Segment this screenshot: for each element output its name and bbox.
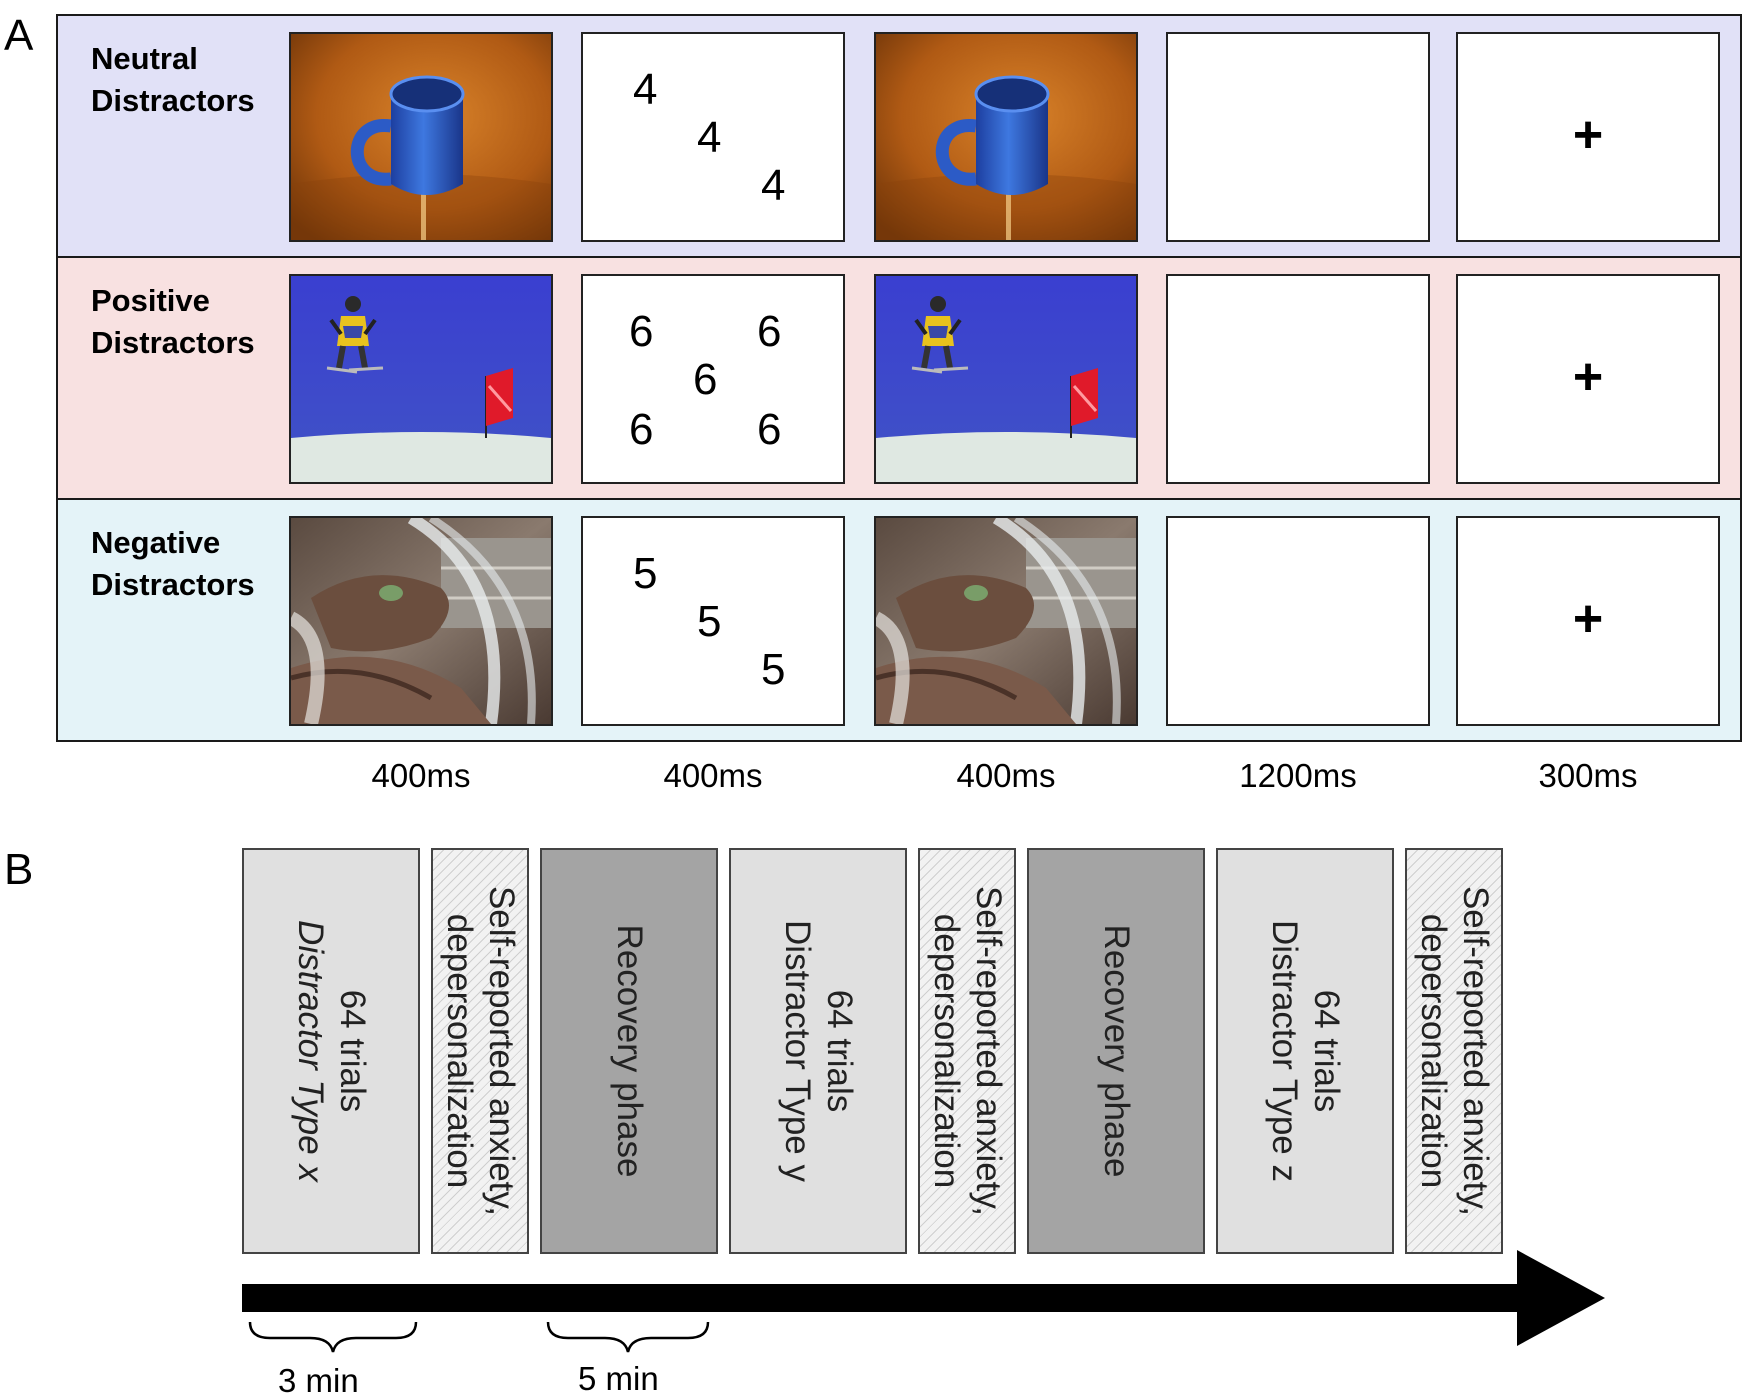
row-label-line2: Distractors (91, 83, 255, 118)
negative-distractor-row: Negative Distractors 5 5 5 (56, 498, 1742, 742)
digit: 6 (757, 405, 782, 454)
digit: 6 (693, 355, 718, 404)
fixation-screen: + (1456, 32, 1720, 242)
distractor-image (289, 516, 553, 726)
trials-block-x: 64 trials Distractor Type x (242, 848, 420, 1254)
duration-label: 300ms (1538, 757, 1638, 794)
distractor-image-repeat (874, 516, 1138, 726)
row-label: Positive Distractors (91, 280, 255, 364)
distractor-image (289, 274, 553, 484)
duration-label: 400ms (663, 757, 763, 794)
self-report-block: Self-reported anxiety, depersonalization (431, 848, 529, 1254)
neutral-distractor-row: Neutral Distractors 4 4 4 (56, 14, 1742, 258)
brace-icon (248, 1321, 418, 1353)
block-line1: Self-reported anxiety, (1456, 885, 1495, 1217)
blue-mug-photo-icon (291, 34, 551, 240)
panel-label-a: A (4, 11, 34, 60)
ski-jumper-photo-icon (876, 276, 1136, 482)
self-report-block: Self-reported anxiety, depersonalization (918, 848, 1016, 1254)
block-text: 64 trials Distractor Type y (776, 920, 860, 1182)
digit: 6 (757, 307, 782, 356)
row-label-line2: Distractors (91, 567, 255, 602)
digit-array: 6 6 6 6 6 (581, 274, 845, 484)
block-line2: depersonalization (1414, 913, 1453, 1189)
trials-block-y: 64 trials Distractor Type y (729, 848, 907, 1254)
row-label-line1: Neutral (91, 41, 198, 76)
distractor-image (289, 32, 553, 242)
block-line2: Distractor Type x (291, 920, 330, 1182)
block-line2: depersonalization (440, 913, 479, 1189)
recovery-block: Recovery phase (540, 848, 718, 1254)
row-label-line1: Negative (91, 525, 221, 560)
positive-distractor-row: Positive Distractors 6 6 6 (56, 256, 1742, 500)
block-text: 64 trials Distractor Type x (289, 920, 373, 1182)
block-line1: 64 trials (820, 989, 859, 1113)
distractor-image-repeat (874, 32, 1138, 242)
blank-screen (1166, 274, 1430, 484)
row-label-line2: Distractors (91, 325, 255, 360)
recovery-block: Recovery phase (1027, 848, 1205, 1254)
block-line2: Distractor Type y (778, 920, 817, 1182)
block-line1: 64 trials (1307, 989, 1346, 1113)
row-label: Negative Distractors (91, 522, 255, 606)
timeline-arrow-icon (242, 1250, 1605, 1353)
fixation-cross-icon: + (1572, 347, 1604, 406)
block-line1: Self-reported anxiety, (969, 885, 1008, 1217)
block-text: Self-reported anxiety, depersonalization (1412, 886, 1496, 1216)
hospital-patient-photo-icon (291, 518, 551, 724)
duration-label: 1200ms (1239, 757, 1357, 794)
block-text: Recovery phase (1095, 925, 1137, 1178)
fixation-screen: + (1456, 516, 1720, 726)
digit: 5 (633, 549, 658, 598)
ski-jumper-photo-icon (291, 276, 551, 482)
brace-icon (546, 1321, 710, 1353)
duration-label: 400ms (956, 757, 1056, 794)
self-report-block: Self-reported anxiety, depersonalization (1405, 848, 1503, 1254)
panel-label-b: B (4, 845, 34, 894)
digit: 4 (761, 161, 786, 210)
block-line1: Recovery phase (1097, 924, 1136, 1178)
digit: 5 (697, 597, 722, 646)
block-line2: depersonalization (927, 913, 966, 1189)
row-label-line1: Positive (91, 283, 210, 318)
block-line1: Recovery phase (610, 924, 649, 1178)
block-text: 64 trials Distractor Type z (1263, 920, 1347, 1182)
block-text: Recovery phase (608, 925, 650, 1178)
digit-array: 4 4 4 (581, 32, 845, 242)
fixation-screen: + (1456, 274, 1720, 484)
digit: 6 (629, 307, 654, 356)
brace-label-3min: 3 min (278, 1362, 359, 1399)
fixation-cross-icon: + (1572, 589, 1604, 648)
block-text: Self-reported anxiety, depersonalization (438, 886, 522, 1216)
hospital-patient-photo-icon (876, 518, 1136, 724)
block-line1: Self-reported anxiety, (482, 885, 521, 1217)
block-text: Self-reported anxiety, depersonalization (925, 886, 1009, 1216)
row-label: Neutral Distractors (91, 38, 255, 122)
block-line2: Distractor Type z (1265, 920, 1304, 1182)
digit: 4 (697, 113, 722, 162)
digit: 6 (629, 405, 654, 454)
fixation-cross-icon: + (1572, 105, 1604, 164)
trials-block-z: 64 trials Distractor Type z (1216, 848, 1394, 1254)
blue-mug-photo-icon (876, 34, 1136, 240)
blank-screen (1166, 32, 1430, 242)
block-line1: 64 trials (333, 989, 372, 1113)
brace-label-5min: 5 min (578, 1360, 659, 1397)
blank-screen (1166, 516, 1430, 726)
digit-array: 5 5 5 (581, 516, 845, 726)
digit: 4 (633, 65, 658, 114)
digit: 5 (761, 645, 786, 694)
duration-label: 400ms (371, 757, 471, 794)
distractor-image-repeat (874, 274, 1138, 484)
